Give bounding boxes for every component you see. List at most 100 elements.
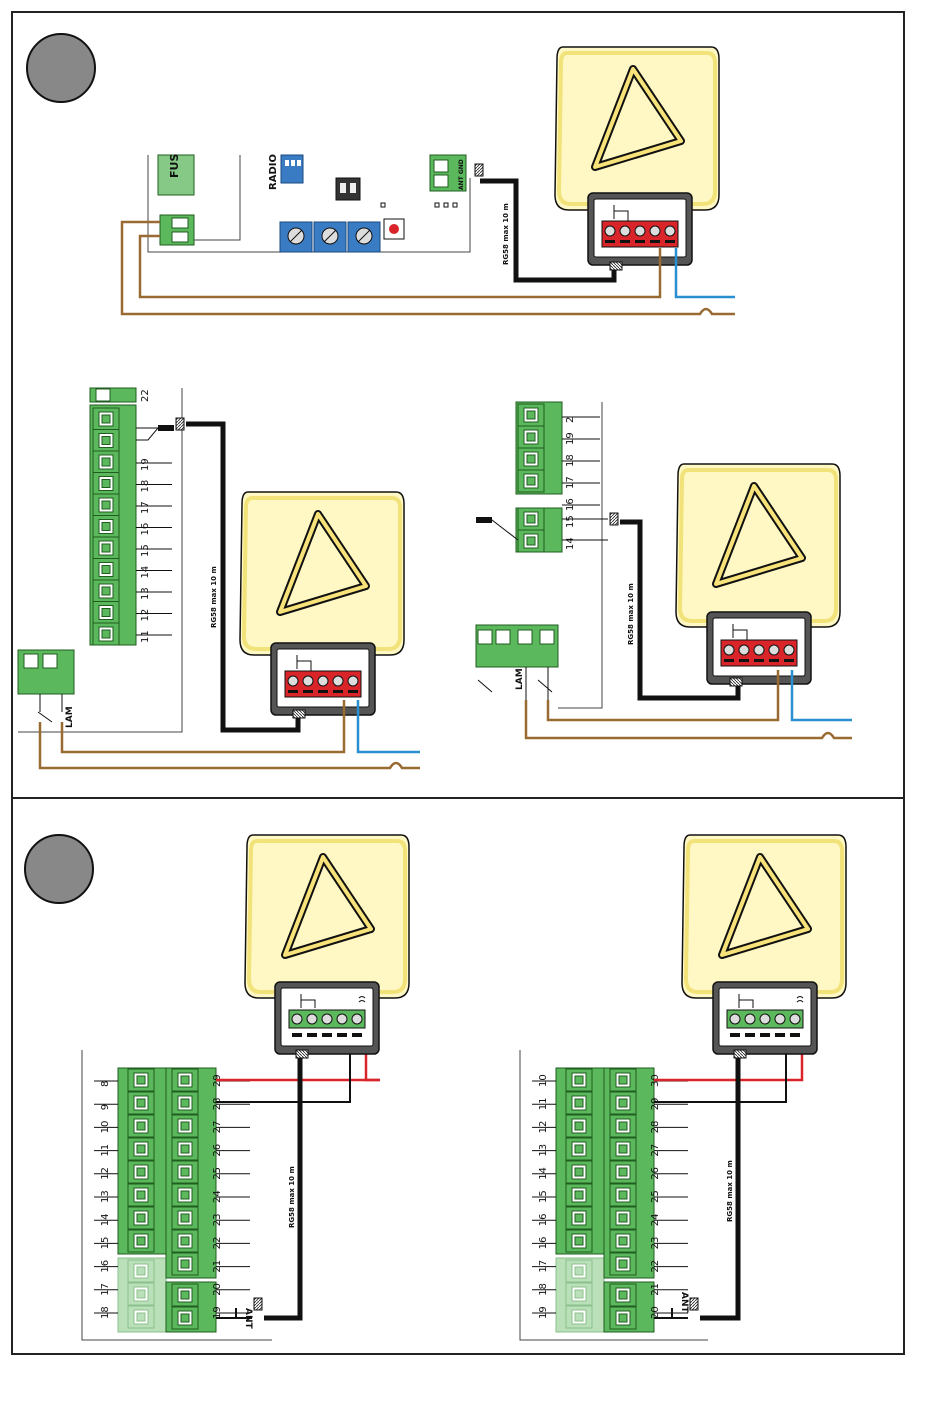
terminal-cell (172, 1307, 198, 1329)
middle-left-lam-label: LAM (65, 706, 75, 728)
terminal-cell (172, 1092, 198, 1114)
middle-left-terminal-16: 16 (140, 523, 151, 536)
bottom-right-right-terminal-23: 23 (650, 1237, 661, 1250)
bottom-right-right-terminal-21: 21 (650, 1283, 661, 1296)
middle-left-terminal-12: 12 (140, 609, 151, 622)
terminal-cell (610, 1161, 636, 1183)
radio-label: RADIO (268, 154, 279, 190)
terminal-cell (566, 1184, 592, 1206)
terminal-cell (128, 1283, 154, 1305)
middle-left-terminal-17: 17 (140, 501, 151, 514)
terminal-cell (93, 623, 119, 645)
bottom-right-cable-label: RG58 max 10 m (726, 1160, 734, 1222)
terminal-cell (128, 1115, 154, 1137)
middle-right-terminal-19: 19 (565, 432, 576, 445)
middle-right-terminal-17: 17 (565, 476, 576, 489)
terminal-cell (93, 408, 119, 430)
bottom-right-left-terminal-18: 18 (538, 1283, 549, 1296)
terminal-cell (128, 1184, 154, 1206)
terminal-cell (128, 1161, 154, 1183)
middle-right-cable-label: RG58 max 10 m (627, 583, 635, 645)
terminal-cell (172, 1161, 198, 1183)
terminal-cell (610, 1253, 636, 1275)
middle-left-terminal-15: 15 (140, 544, 151, 557)
terminal-cell (172, 1138, 198, 1160)
bottom-left-left-terminal-10: 10 (100, 1121, 111, 1134)
ant-gnd-label: ANT GND (458, 159, 465, 190)
terminal-cell (172, 1184, 198, 1206)
trimmer-potentiometers (280, 222, 380, 252)
terminal-cell (93, 602, 119, 624)
bottom-right-wiring-diagram: 1011121314151616171819302928272625242322… (520, 835, 846, 1340)
bottom-right-ant-label: ANT (679, 1292, 689, 1313)
terminal-cell (128, 1260, 154, 1282)
bottom-left-right-terminal-23: 23 (212, 1213, 223, 1226)
terminal-cell (610, 1184, 636, 1206)
bottom-right-left-terminal-16: 16 (538, 1237, 549, 1250)
terminal-cell (566, 1260, 592, 1282)
terminal-cell (610, 1092, 636, 1114)
terminal-cell (93, 580, 119, 602)
terminal-cell (128, 1092, 154, 1114)
bottom-right-left-terminal-17: 17 (538, 1260, 549, 1273)
terminal-cell (566, 1138, 592, 1160)
bottom-right-right-terminal-25: 25 (650, 1190, 661, 1203)
bottom-left-left-terminal-8: 8 (100, 1081, 111, 1087)
bottom-left-right-terminal-24: 24 (212, 1190, 223, 1203)
terminal-cell (172, 1230, 198, 1252)
dip-switch (336, 178, 360, 200)
terminal-cell (93, 537, 119, 559)
terminal-cell (172, 1115, 198, 1137)
terminal-cell (518, 448, 544, 470)
bottom-right-right-terminal-28: 28 (650, 1121, 661, 1134)
bottom-left-left-terminal-15: 15 (100, 1237, 111, 1250)
section-b-marker (25, 835, 93, 903)
bottom-left-left-terminal-17: 17 (100, 1283, 111, 1296)
terminal-cell (610, 1307, 636, 1329)
terminal-cell (610, 1230, 636, 1252)
top-wiring-diagram: FUS RADIO ANT GND (122, 47, 735, 314)
bottom-left-left-terminal-9: 9 (100, 1104, 111, 1110)
bottom-left-right-terminal-21: 21 (212, 1260, 223, 1273)
terminal-cell (566, 1283, 592, 1305)
middle-right-ant-terminal-15: 15 (565, 515, 576, 528)
terminal-cell (172, 1207, 198, 1229)
bottom-left-right-terminal-26: 26 (212, 1144, 223, 1157)
terminal-cell (566, 1092, 592, 1114)
terminal-cell (566, 1069, 592, 1091)
bottom-left-right-terminal-22: 22 (212, 1237, 223, 1250)
bottom-right-left-terminal-15: 15 (538, 1190, 549, 1203)
terminal-cell (566, 1230, 592, 1252)
terminal-cell (128, 1069, 154, 1091)
terminal-cell (610, 1207, 636, 1229)
bottom-left-left-terminal-18: 18 (100, 1306, 111, 1319)
bottom-right-left-terminal-19: 19 (538, 1306, 549, 1319)
terminal-cell (610, 1284, 636, 1306)
bottom-right-right-terminal-29: 29 (650, 1097, 661, 1110)
terminal-cell (566, 1115, 592, 1137)
bottom-left-left-terminal-13: 13 (100, 1190, 111, 1203)
middle-right-ant-terminal-14: 14 (565, 537, 576, 550)
middle-left-terminal-18: 18 (140, 480, 151, 493)
terminal-cell (610, 1115, 636, 1137)
bottom-right-right-terminal-27: 27 (650, 1144, 661, 1157)
terminal-cell (128, 1306, 154, 1328)
bottom-right-right-terminal-22: 22 (650, 1260, 661, 1273)
section-a-marker (27, 34, 95, 102)
fuse-label: FUS (168, 154, 181, 178)
bottom-left-ant-label: ANT (243, 1308, 253, 1329)
bottom-left-wiring-diagram: 8910111213141516171829282726252423222120… (82, 835, 409, 1340)
bottom-left-right-terminal-20: 20 (212, 1283, 223, 1296)
bottom-right-left-terminal-13: 13 (538, 1144, 549, 1157)
middle-left-terminal-13: 13 (140, 587, 151, 600)
terminal-cell (518, 404, 544, 426)
middle-right-lam-label: LAM (515, 668, 525, 690)
terminal-cell (93, 451, 119, 473)
terminal-cell (518, 426, 544, 448)
middle-right-terminal-2: 2 (565, 417, 576, 423)
terminal-cell (128, 1230, 154, 1252)
terminal-cell (93, 494, 119, 516)
middle-left-terminal-19: 19 (140, 458, 151, 471)
